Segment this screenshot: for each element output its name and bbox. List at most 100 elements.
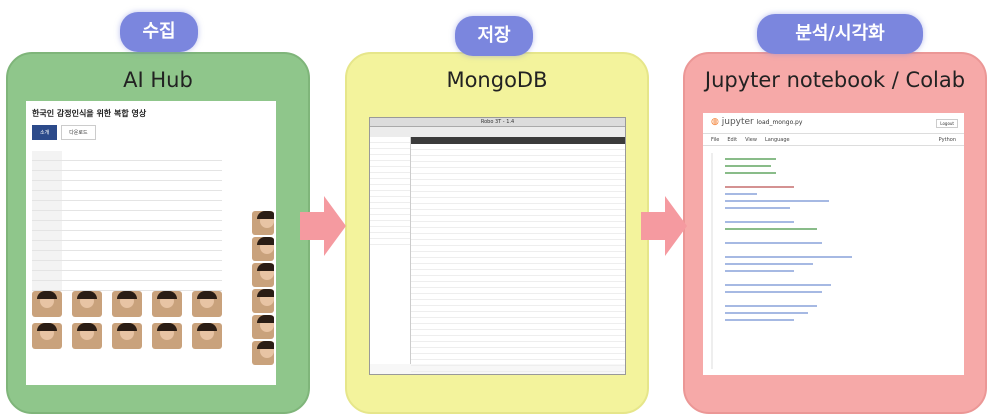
- face-thumbnail: [252, 211, 274, 235]
- result-row[interactable]: [411, 294, 625, 300]
- robo3t-window-title: Robo 3T - 1.4: [370, 118, 625, 127]
- tree-node[interactable]: [370, 203, 410, 209]
- result-row[interactable]: [411, 306, 625, 312]
- result-row[interactable]: [411, 276, 625, 282]
- store-title: MongoDB: [446, 68, 548, 92]
- result-row[interactable]: [411, 228, 625, 234]
- code-line: [725, 312, 809, 314]
- tree-node[interactable]: [370, 233, 410, 239]
- result-row[interactable]: [411, 348, 625, 354]
- result-row[interactable]: [411, 186, 625, 192]
- code-line: [725, 165, 772, 167]
- aihub-tab-intro[interactable]: 소개: [32, 125, 58, 140]
- aihub-tab-download[interactable]: 다운로드: [61, 125, 96, 140]
- result-row[interactable]: [411, 264, 625, 270]
- result-row[interactable]: [411, 162, 625, 168]
- face-thumbnail: [192, 323, 222, 349]
- code-line: [725, 221, 795, 223]
- result-row[interactable]: [411, 174, 625, 180]
- code-line: [725, 186, 795, 188]
- result-row[interactable]: [411, 156, 625, 162]
- tree-node[interactable]: [370, 185, 410, 191]
- code-line: [725, 263, 813, 265]
- code-line: [725, 291, 823, 293]
- tree-node[interactable]: [370, 239, 410, 245]
- tree-node[interactable]: [370, 215, 410, 221]
- result-row[interactable]: [411, 366, 625, 372]
- menu-file[interactable]: File: [711, 136, 720, 143]
- result-row[interactable]: [411, 240, 625, 246]
- result-row[interactable]: [411, 258, 625, 264]
- result-row[interactable]: [411, 198, 625, 204]
- query-bar[interactable]: [411, 137, 625, 144]
- tree-node[interactable]: [370, 161, 410, 167]
- result-row[interactable]: [411, 288, 625, 294]
- face-thumbnail: [32, 323, 62, 349]
- face-thumbnail: [152, 291, 182, 317]
- notebook-name: load_mongo.py: [756, 119, 803, 126]
- result-row[interactable]: [411, 324, 625, 330]
- result-row[interactable]: [411, 204, 625, 210]
- tree-node[interactable]: [370, 209, 410, 215]
- result-row[interactable]: [411, 150, 625, 156]
- aihub-info-row: [32, 261, 222, 271]
- result-row[interactable]: [411, 336, 625, 342]
- face-thumbnail: [112, 291, 142, 317]
- code-line: [725, 228, 818, 230]
- result-row[interactable]: [411, 360, 625, 366]
- result-row[interactable]: [411, 168, 625, 174]
- result-row[interactable]: [411, 270, 625, 276]
- code-line: [725, 200, 829, 202]
- face-thumbnail: [252, 237, 274, 261]
- aihub-face-grid: [32, 291, 224, 349]
- aihub-info-row: [32, 161, 222, 171]
- code-line: [725, 305, 818, 307]
- menu-language[interactable]: Language: [764, 136, 790, 143]
- robo3t-db-tree: [370, 137, 411, 364]
- result-row[interactable]: [411, 222, 625, 228]
- result-row[interactable]: [411, 252, 625, 258]
- face-thumbnail: [252, 263, 274, 287]
- face-thumbnail: [252, 289, 274, 313]
- tree-node[interactable]: [370, 143, 410, 149]
- result-row[interactable]: [411, 354, 625, 360]
- tree-node[interactable]: [370, 221, 410, 227]
- result-row[interactable]: [411, 192, 625, 198]
- result-row[interactable]: [411, 318, 625, 324]
- store-badge: 저장: [455, 16, 533, 56]
- tree-node[interactable]: [370, 227, 410, 233]
- logout-button[interactable]: Logout: [936, 119, 958, 128]
- tree-node[interactable]: [370, 155, 410, 161]
- result-row[interactable]: [411, 180, 625, 186]
- aihub-info-row: [32, 201, 222, 211]
- robo3t-results: [411, 137, 625, 372]
- tree-node[interactable]: [370, 197, 410, 203]
- result-row[interactable]: [411, 210, 625, 216]
- result-row[interactable]: [411, 144, 625, 150]
- tree-node[interactable]: [370, 179, 410, 185]
- code-line: [725, 158, 776, 160]
- menu-view[interactable]: View: [745, 136, 757, 143]
- result-row[interactable]: [411, 246, 625, 252]
- arrow-collect-to-store: [300, 196, 346, 256]
- aihub-info-row: [32, 181, 222, 191]
- tree-node[interactable]: [370, 149, 410, 155]
- tree-node[interactable]: [370, 173, 410, 179]
- menu-edit[interactable]: Edit: [727, 136, 738, 143]
- tree-node[interactable]: [370, 137, 410, 143]
- aihub-info-row: [32, 251, 222, 261]
- result-row[interactable]: [411, 216, 625, 222]
- result-row[interactable]: [411, 300, 625, 306]
- result-row[interactable]: [411, 312, 625, 318]
- result-row[interactable]: [411, 234, 625, 240]
- result-row[interactable]: [411, 282, 625, 288]
- aihub-info-table: [32, 151, 222, 291]
- result-row[interactable]: [411, 330, 625, 336]
- tree-node[interactable]: [370, 167, 410, 173]
- code-line: [725, 270, 795, 272]
- tree-node[interactable]: [370, 191, 410, 197]
- aihub-face-column: [252, 211, 274, 367]
- arrow-store-to-analyze: [641, 196, 687, 256]
- aihub-info-row: [32, 231, 222, 241]
- result-row[interactable]: [411, 342, 625, 348]
